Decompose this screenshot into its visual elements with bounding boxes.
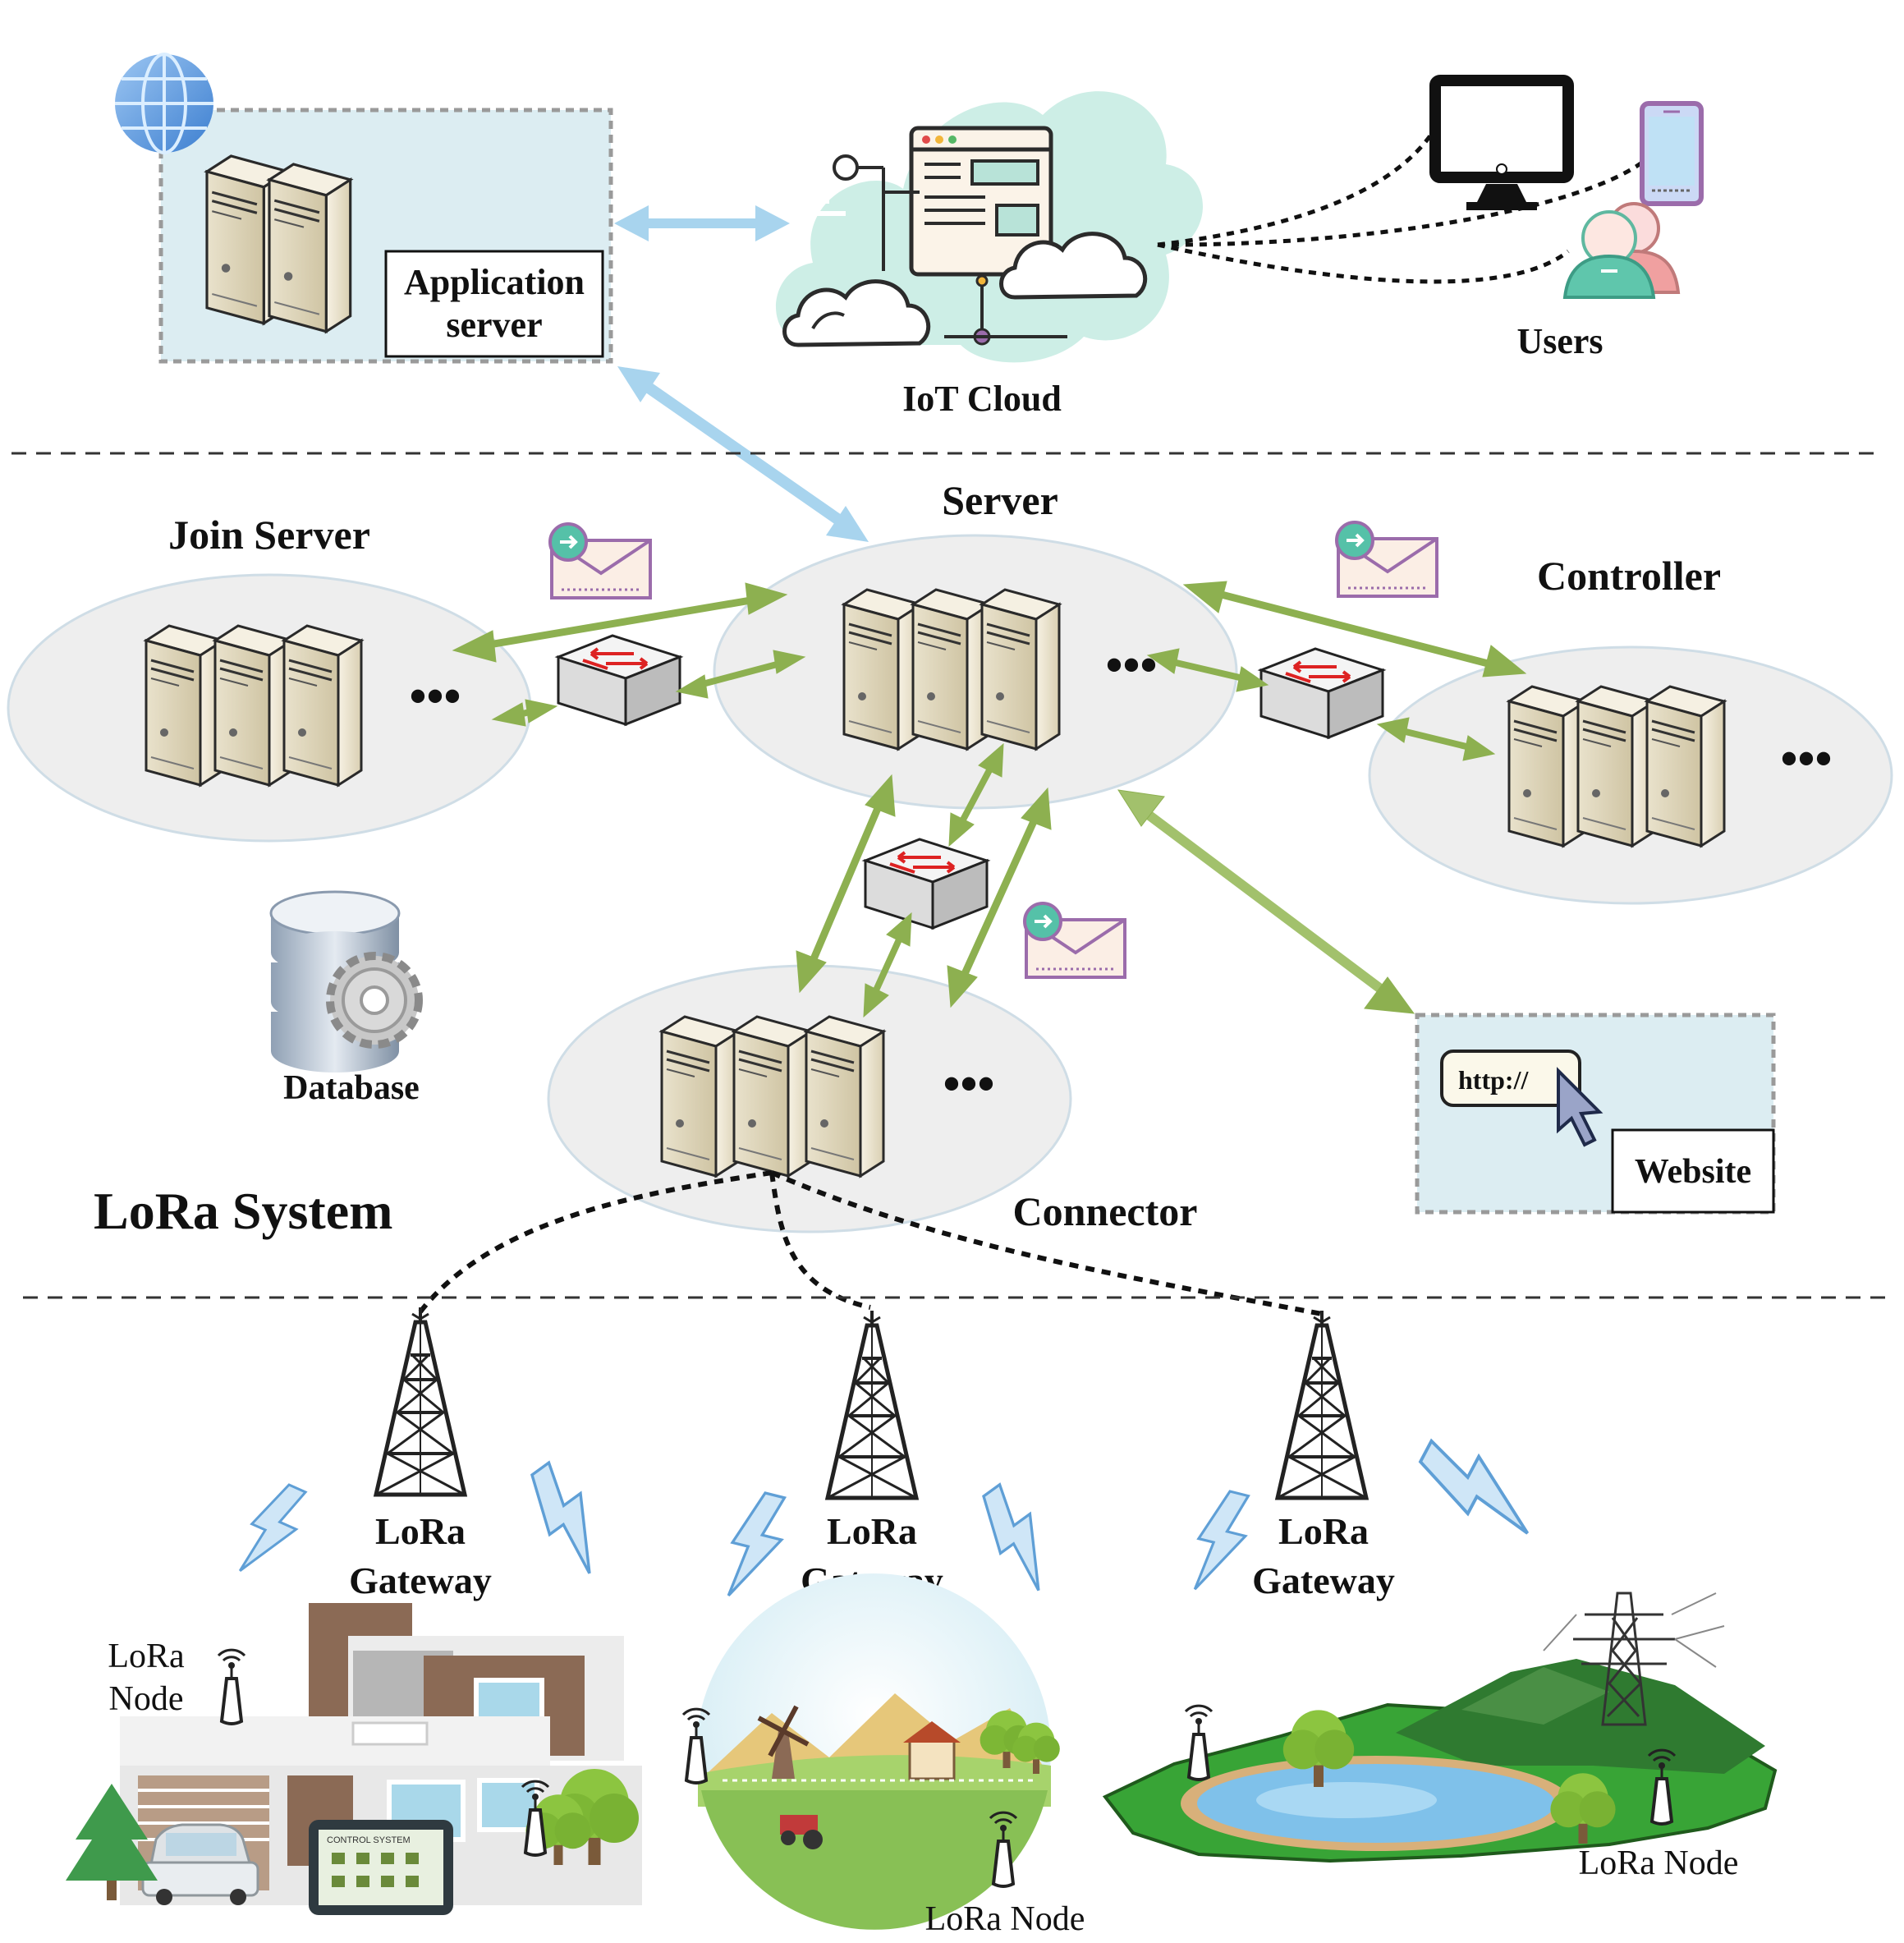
application-server-label-line1: Application bbox=[404, 262, 585, 302]
switch-icon-controller bbox=[1259, 647, 1384, 739]
phone-icon bbox=[1640, 101, 1704, 206]
blue-arrow-app-server bbox=[617, 366, 869, 542]
control-system-text: CONTROL SYSTEM bbox=[327, 1835, 411, 1845]
gateway-label-left-line1: LoRa bbox=[375, 1510, 466, 1552]
gateway-tower-icon-right bbox=[1278, 1311, 1366, 1498]
website-label: Website bbox=[1635, 1153, 1751, 1191]
lora-node-label-farm: LoRa Node bbox=[925, 1900, 1085, 1938]
users-icon bbox=[1562, 202, 1681, 299]
monitor-icon bbox=[1429, 75, 1574, 210]
website-panel: http:// Website bbox=[1415, 1013, 1776, 1215]
message-icon-connector bbox=[1023, 902, 1126, 979]
gateway-tower-icon-center bbox=[828, 1311, 916, 1498]
application-server-panel: Application server bbox=[115, 53, 613, 364]
farm-scene bbox=[696, 1573, 1060, 1930]
lora-system-title: LoRa System bbox=[94, 1182, 392, 1240]
signal-icon-4 bbox=[966, 1478, 1071, 1597]
url-text: http:// bbox=[1458, 1065, 1529, 1095]
gateway-tower-icon-left bbox=[376, 1307, 465, 1495]
database-label: Database bbox=[283, 1069, 420, 1107]
gateway-label-right-line1: LoRa bbox=[1278, 1510, 1369, 1552]
server-icon: ••• bbox=[842, 588, 1158, 751]
gateway-label-left-line2: Gateway bbox=[349, 1559, 492, 1601]
green-arrows bbox=[452, 581, 1527, 1018]
switch-icon-connector bbox=[864, 838, 989, 930]
signal-icon-6 bbox=[1407, 1431, 1550, 1545]
cursor-icon bbox=[1557, 1067, 1603, 1147]
lora-node-icon-lake-left bbox=[1184, 1704, 1214, 1781]
controller-label: Controller bbox=[1537, 553, 1721, 599]
iot-cloud-label: IoT Cloud bbox=[902, 379, 1062, 419]
signal-icon-2 bbox=[513, 1456, 623, 1581]
signal-icon-5 bbox=[1185, 1485, 1257, 1600]
controller-server-icon: ••• bbox=[1507, 685, 1833, 847]
lora-node-label-house-line1: LoRa bbox=[108, 1638, 185, 1675]
globe-icon bbox=[115, 53, 213, 154]
connector-gateway-links bbox=[416, 1170, 1323, 1316]
message-icon-join bbox=[548, 522, 652, 599]
blue-arrow-app-cloud bbox=[614, 205, 790, 241]
users-label: Users bbox=[1516, 321, 1603, 361]
switch-icon-join bbox=[557, 634, 681, 726]
server-label: Server bbox=[942, 477, 1058, 523]
lake-scene bbox=[1102, 1592, 1778, 1863]
svg-text:•••: ••• bbox=[1780, 732, 1832, 786]
lora-node-label-lake: LoRa Node bbox=[1579, 1844, 1739, 1882]
gateway-label-center-line1: LoRa bbox=[827, 1510, 917, 1552]
svg-text:•••: ••• bbox=[1105, 638, 1157, 692]
connector-label: Connector bbox=[1013, 1188, 1198, 1234]
signal-icon-3 bbox=[718, 1486, 793, 1606]
iot-cloud-icon bbox=[776, 80, 1203, 363]
join-server-icon: ••• bbox=[145, 624, 461, 787]
join-server-label: Join Server bbox=[168, 512, 370, 558]
signal-icon-1 bbox=[231, 1476, 313, 1587]
application-server-label-line2: server bbox=[446, 305, 542, 345]
lora-node-icon-house bbox=[217, 1648, 246, 1725]
message-icon-controller bbox=[1335, 521, 1438, 598]
application-server-label-box bbox=[384, 250, 604, 358]
cloud-user-links bbox=[1157, 122, 1652, 284]
connector-server-icon: ••• bbox=[660, 1015, 995, 1178]
lora-node-label-house-line2: Node bbox=[109, 1680, 184, 1718]
svg-text:•••: ••• bbox=[943, 1057, 994, 1111]
svg-text:•••: ••• bbox=[409, 669, 461, 723]
smart-home-scene: CONTROL SYSTEM bbox=[66, 1603, 642, 1915]
database-icon bbox=[269, 890, 423, 1073]
gateway-label-right-line2: Gateway bbox=[1252, 1559, 1395, 1601]
application-server-icon bbox=[205, 154, 352, 333]
